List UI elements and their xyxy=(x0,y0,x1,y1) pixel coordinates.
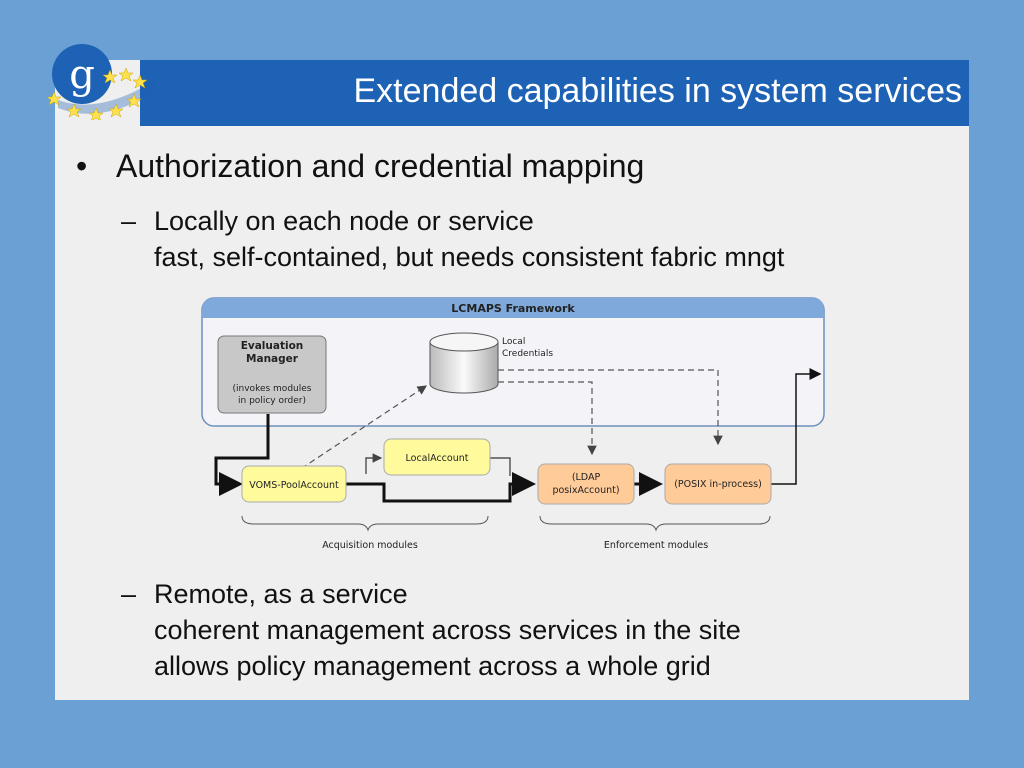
module-label: posixAccount) xyxy=(552,485,619,496)
local-credentials-database-icon xyxy=(429,332,499,394)
bullet-dot: • xyxy=(76,148,88,184)
sub-bullet-dash: – xyxy=(121,579,137,609)
module-label: (POSIX in-process) xyxy=(674,479,762,490)
sub-bullet-line: fast, self-contained, but needs consiste… xyxy=(154,242,785,272)
logo-circle xyxy=(52,44,112,104)
evaluation-manager-title: Evaluation xyxy=(241,340,304,352)
flow-arrow xyxy=(214,414,270,496)
main-bullet: • Authorization and credential mapping xyxy=(76,148,644,185)
ldap-posixaccount-module: (LDAP posixAccount) xyxy=(537,463,635,505)
grid-logo: g xyxy=(46,44,155,120)
logo-letter: g xyxy=(69,52,95,98)
sub-bullet-line: Locally on each node or service xyxy=(154,206,534,236)
module-label: (LDAP xyxy=(572,472,601,483)
sub-bullet-remote: –Remote, as a service coherent managemen… xyxy=(121,576,741,684)
evaluation-manager-note: in policy order) xyxy=(238,396,306,406)
sub-bullet-line: coherent management across services in t… xyxy=(154,615,741,645)
logo-stars-icon xyxy=(46,67,148,120)
voms-poolaccount-module: VOMS-PoolAccount xyxy=(241,465,347,503)
local-credentials-label: Credentials xyxy=(502,349,553,359)
lcmaps-framework-box: LCMAPS Framework xyxy=(201,297,825,427)
sub-bullet-dash: – xyxy=(121,206,137,236)
credential-links xyxy=(292,369,723,475)
flow-arrow xyxy=(365,453,383,474)
sub-bullet-line: Remote, as a service xyxy=(154,579,408,609)
lcmaps-diagram: LCMAPS Framework Evaluation Manager (inv… xyxy=(201,297,825,551)
sub-bullet-line: allows policy management across a whole … xyxy=(154,651,711,681)
local-credentials-label: Local xyxy=(502,337,525,347)
title-bar xyxy=(140,60,969,126)
bullet-text: Authorization and credential mapping xyxy=(116,148,645,184)
acquisition-brace xyxy=(241,515,489,532)
evaluation-manager-box: Evaluation Manager (invokes modules in p… xyxy=(217,335,327,414)
module-label: VOMS-PoolAccount xyxy=(249,480,339,491)
flow-arrow xyxy=(771,368,822,485)
evaluation-manager-note: (invokes modules xyxy=(233,384,312,394)
posix-in-process-module: (POSIX in-process) xyxy=(664,463,772,505)
acquisition-modules-label: Acquisition modules xyxy=(322,540,418,551)
flow-arrow xyxy=(490,457,511,476)
sub-bullet-local: –Locally on each node or service fast, s… xyxy=(121,203,784,275)
flow-arrow xyxy=(346,472,536,503)
slide-title: Extended capabilities in system services xyxy=(353,72,963,110)
evaluation-manager-title: Manager xyxy=(246,353,299,365)
framework-title: LCMAPS Framework xyxy=(451,302,575,315)
enforcement-modules-label: Enforcement modules xyxy=(604,540,708,551)
localaccount-module: LocalAccount xyxy=(383,438,491,476)
module-label: LocalAccount xyxy=(406,453,469,464)
enforcement-brace xyxy=(539,515,771,532)
